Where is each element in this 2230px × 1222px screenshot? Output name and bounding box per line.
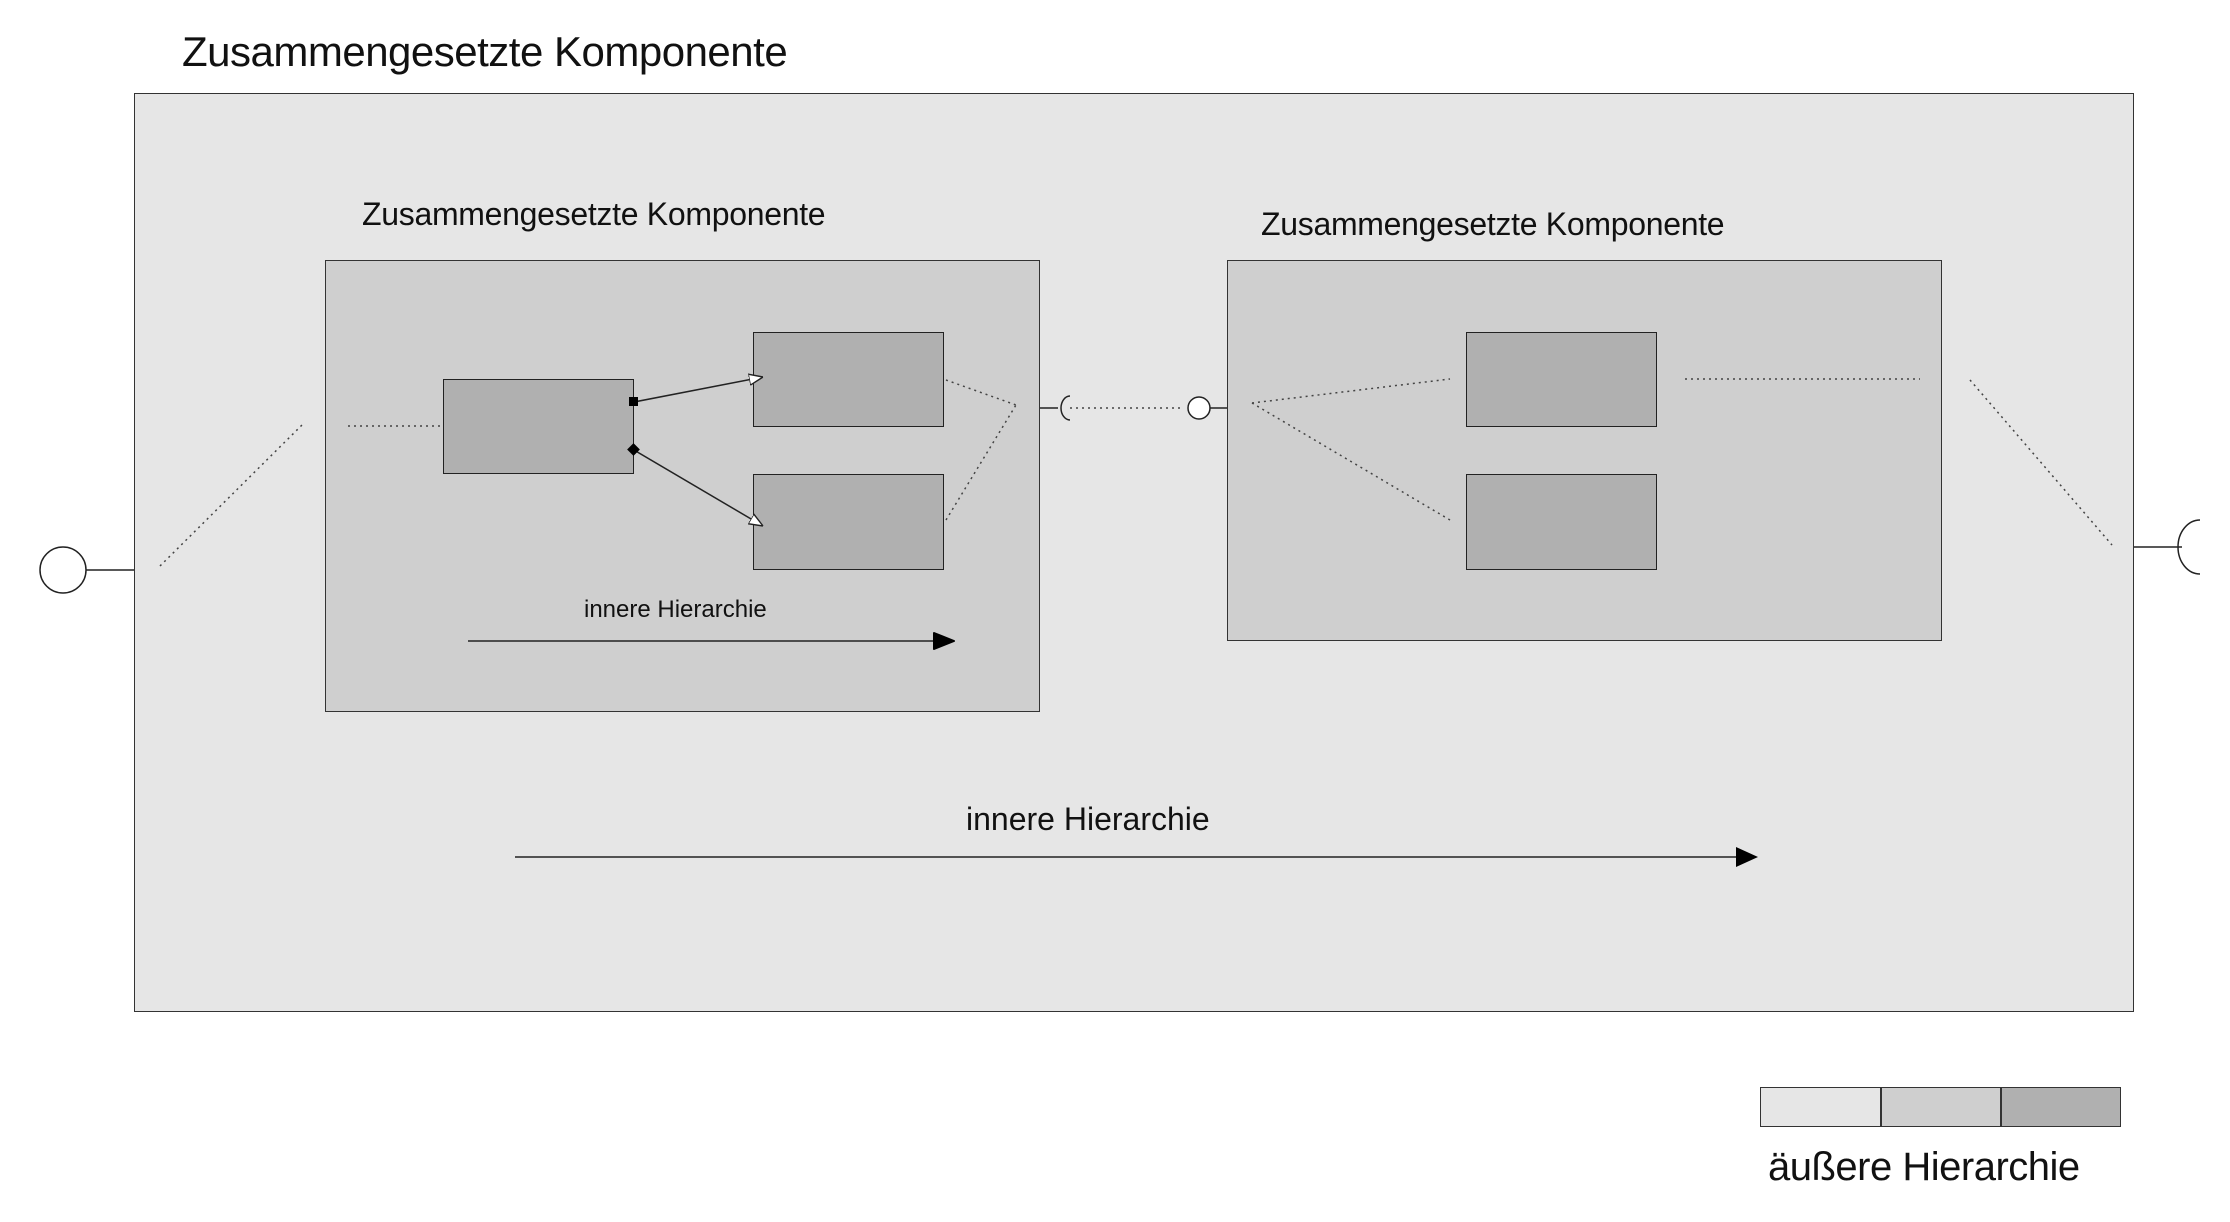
left-required-port-icon <box>1060 395 1071 421</box>
right-lower-subcomponent <box>1466 474 1657 570</box>
left-inner-hierarchy-label: innere Hierarchie <box>584 596 767 623</box>
right-composite-component <box>1227 260 1942 641</box>
outer-right-delegation <box>1969 379 2113 546</box>
left-lower-connector-end <box>627 443 640 456</box>
right-component-title: Zusammengesetzte Komponente <box>1261 206 1725 242</box>
legend-label: äußere Hierarchie <box>1768 1145 2080 1189</box>
left-lower-subcomponent <box>753 474 944 570</box>
legend-swatch-inner <box>2001 1087 2121 1127</box>
left-lower-connector-arrow <box>633 449 763 526</box>
outer-inner-hierarchy-label: innere Hierarchie <box>966 801 1210 837</box>
right-provided-port-icon <box>1187 396 1211 420</box>
left-source-subcomponent <box>443 379 634 474</box>
left-upper-connector-arrow <box>633 377 763 403</box>
left-component-title: Zusammengesetzte Komponente <box>362 196 826 232</box>
outer-provided-port-icon <box>39 546 87 594</box>
right-upper-delegation <box>1251 378 1451 404</box>
outer-left-delegation <box>159 424 303 567</box>
left-upper-connector-end <box>629 397 638 406</box>
outer-hierarchy-arrow-head <box>1736 847 1758 867</box>
right-upper-subcomponent <box>1466 332 1657 427</box>
left-hierarchy-arrow-head <box>933 632 955 650</box>
left-upper-exit-delegation <box>945 379 1017 406</box>
legend-swatch-middle <box>1881 1087 2001 1127</box>
left-upper-subcomponent <box>753 332 944 427</box>
left-lower-exit-delegation <box>945 404 1017 521</box>
outer-required-port-icon <box>2177 519 2201 575</box>
right-lower-delegation <box>1251 402 1451 521</box>
legend-swatch-outer <box>1760 1087 1881 1127</box>
main-title: Zusammengesetzte Komponente <box>182 28 788 75</box>
